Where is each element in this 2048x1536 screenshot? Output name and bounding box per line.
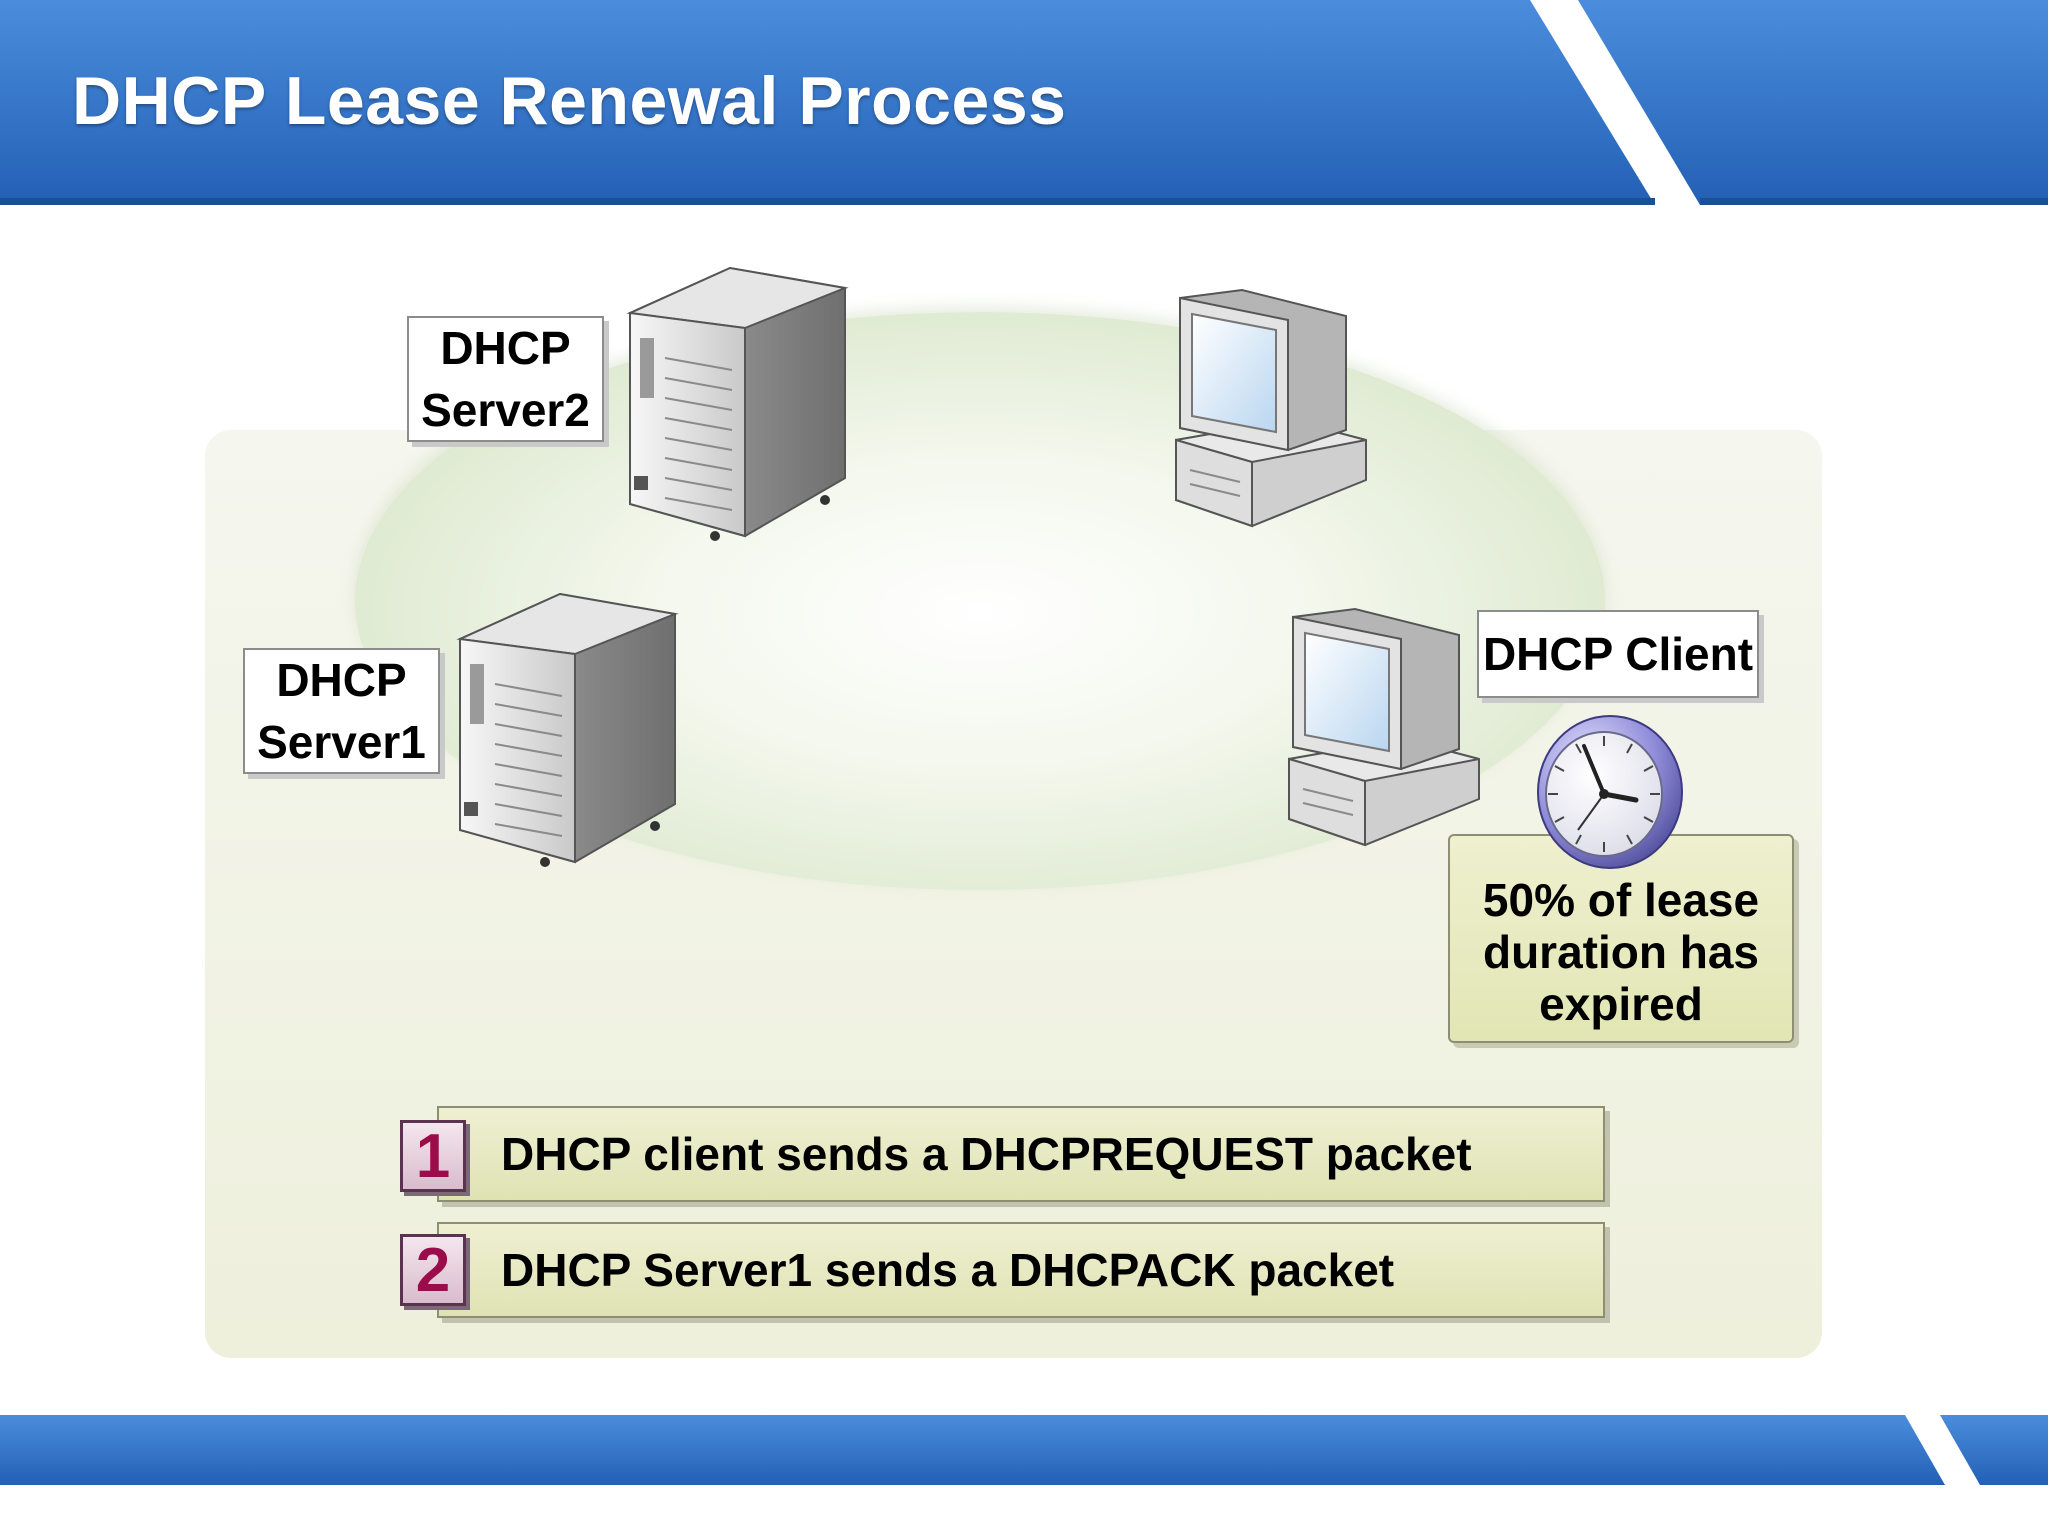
desktop-computer-icon [1175, 288, 1367, 528]
step-1-number-badge: 1 [400, 1120, 466, 1192]
page-title: DHCP Lease Renewal Process [72, 63, 1067, 139]
desktop-computer-icon [1288, 607, 1480, 847]
step-1: DHCP client sends a DHCPREQUEST packet [437, 1106, 1605, 1202]
step-2-number-badge: 2 [400, 1234, 466, 1306]
server1-label: DHCP Server1 [243, 648, 440, 774]
callout-line-2: duration has [1482, 926, 1760, 978]
header-band [0, 0, 2048, 205]
client-label: DHCP Client [1477, 610, 1759, 698]
lease-callout: 50% of lease duration has expired [1448, 834, 1794, 1043]
server-tower-icon [456, 592, 679, 867]
step-2-text: DHCP Server1 sends a DHCPACK packet [501, 1244, 1395, 1296]
server2-label: DHCP Server2 [407, 316, 604, 442]
server-tower-icon [626, 266, 849, 541]
server1-label-line2: Server1 [257, 716, 426, 768]
clock-icon [1537, 715, 1683, 869]
step-1-text: DHCP client sends a DHCPREQUEST packet [501, 1128, 1472, 1180]
server2-label-line2: Server2 [421, 384, 590, 436]
server1-label-line1: DHCP [276, 654, 407, 706]
callout-line-1: 50% of lease [1482, 874, 1760, 926]
server2-label-line1: DHCP [440, 322, 571, 374]
callout-line-3: expired [1539, 978, 1703, 1030]
footer-band [0, 1415, 2048, 1485]
step-2: DHCP Server1 sends a DHCPACK packet [437, 1222, 1605, 1318]
